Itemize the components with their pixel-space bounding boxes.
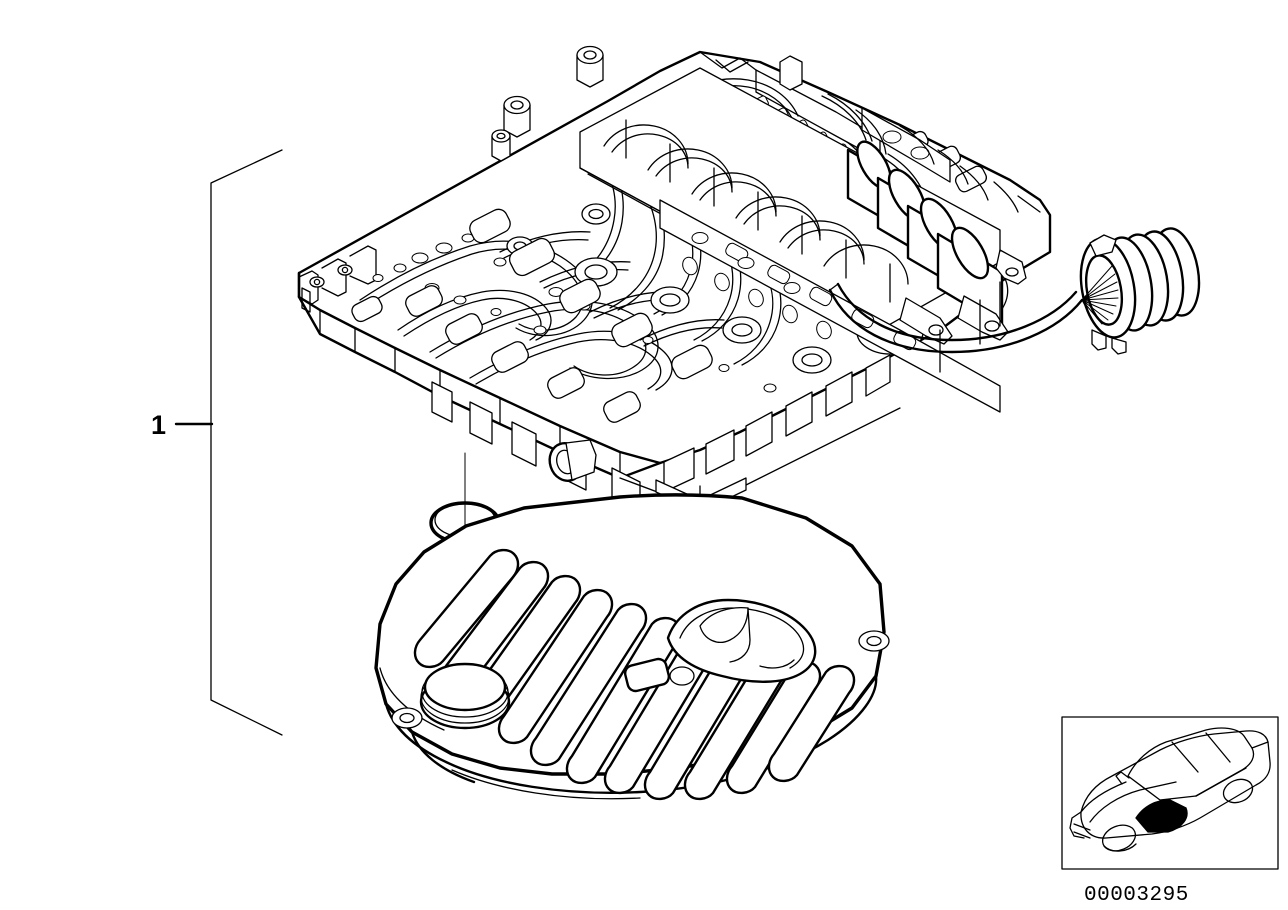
- filter-suction-port: [419, 662, 511, 730]
- valve-body-side-rail: [659, 199, 1001, 413]
- filter-kidney-recess: [666, 598, 817, 683]
- transmission-oil-filter: [374, 493, 890, 801]
- filter-small-hole: [669, 666, 695, 686]
- valve-body-recesses: [351, 130, 988, 423]
- wiring-harness-cable: [828, 282, 1084, 354]
- filter-mounting-holes: [391, 630, 890, 729]
- valve-body-bottom-blocks: [431, 354, 901, 513]
- callout-1-label: 1: [151, 410, 166, 440]
- valve-body-mounting-bosses: [491, 45, 604, 162]
- filter-ribs: [413, 548, 856, 801]
- electrical-connector-plug: [1079, 227, 1201, 355]
- vehicle-location-thumbnail: [1061, 716, 1279, 870]
- location-highlight-patch: [1135, 799, 1188, 833]
- valve-body-assembly: [297, 45, 1084, 513]
- callout-1-bracket: [174, 149, 283, 736]
- valve-body-cast-web: [675, 51, 1041, 213]
- diagram-part-number: 00003295: [1084, 884, 1189, 907]
- filter-small-recess: [623, 657, 671, 693]
- valve-body-mounting-tabs: [899, 249, 1027, 345]
